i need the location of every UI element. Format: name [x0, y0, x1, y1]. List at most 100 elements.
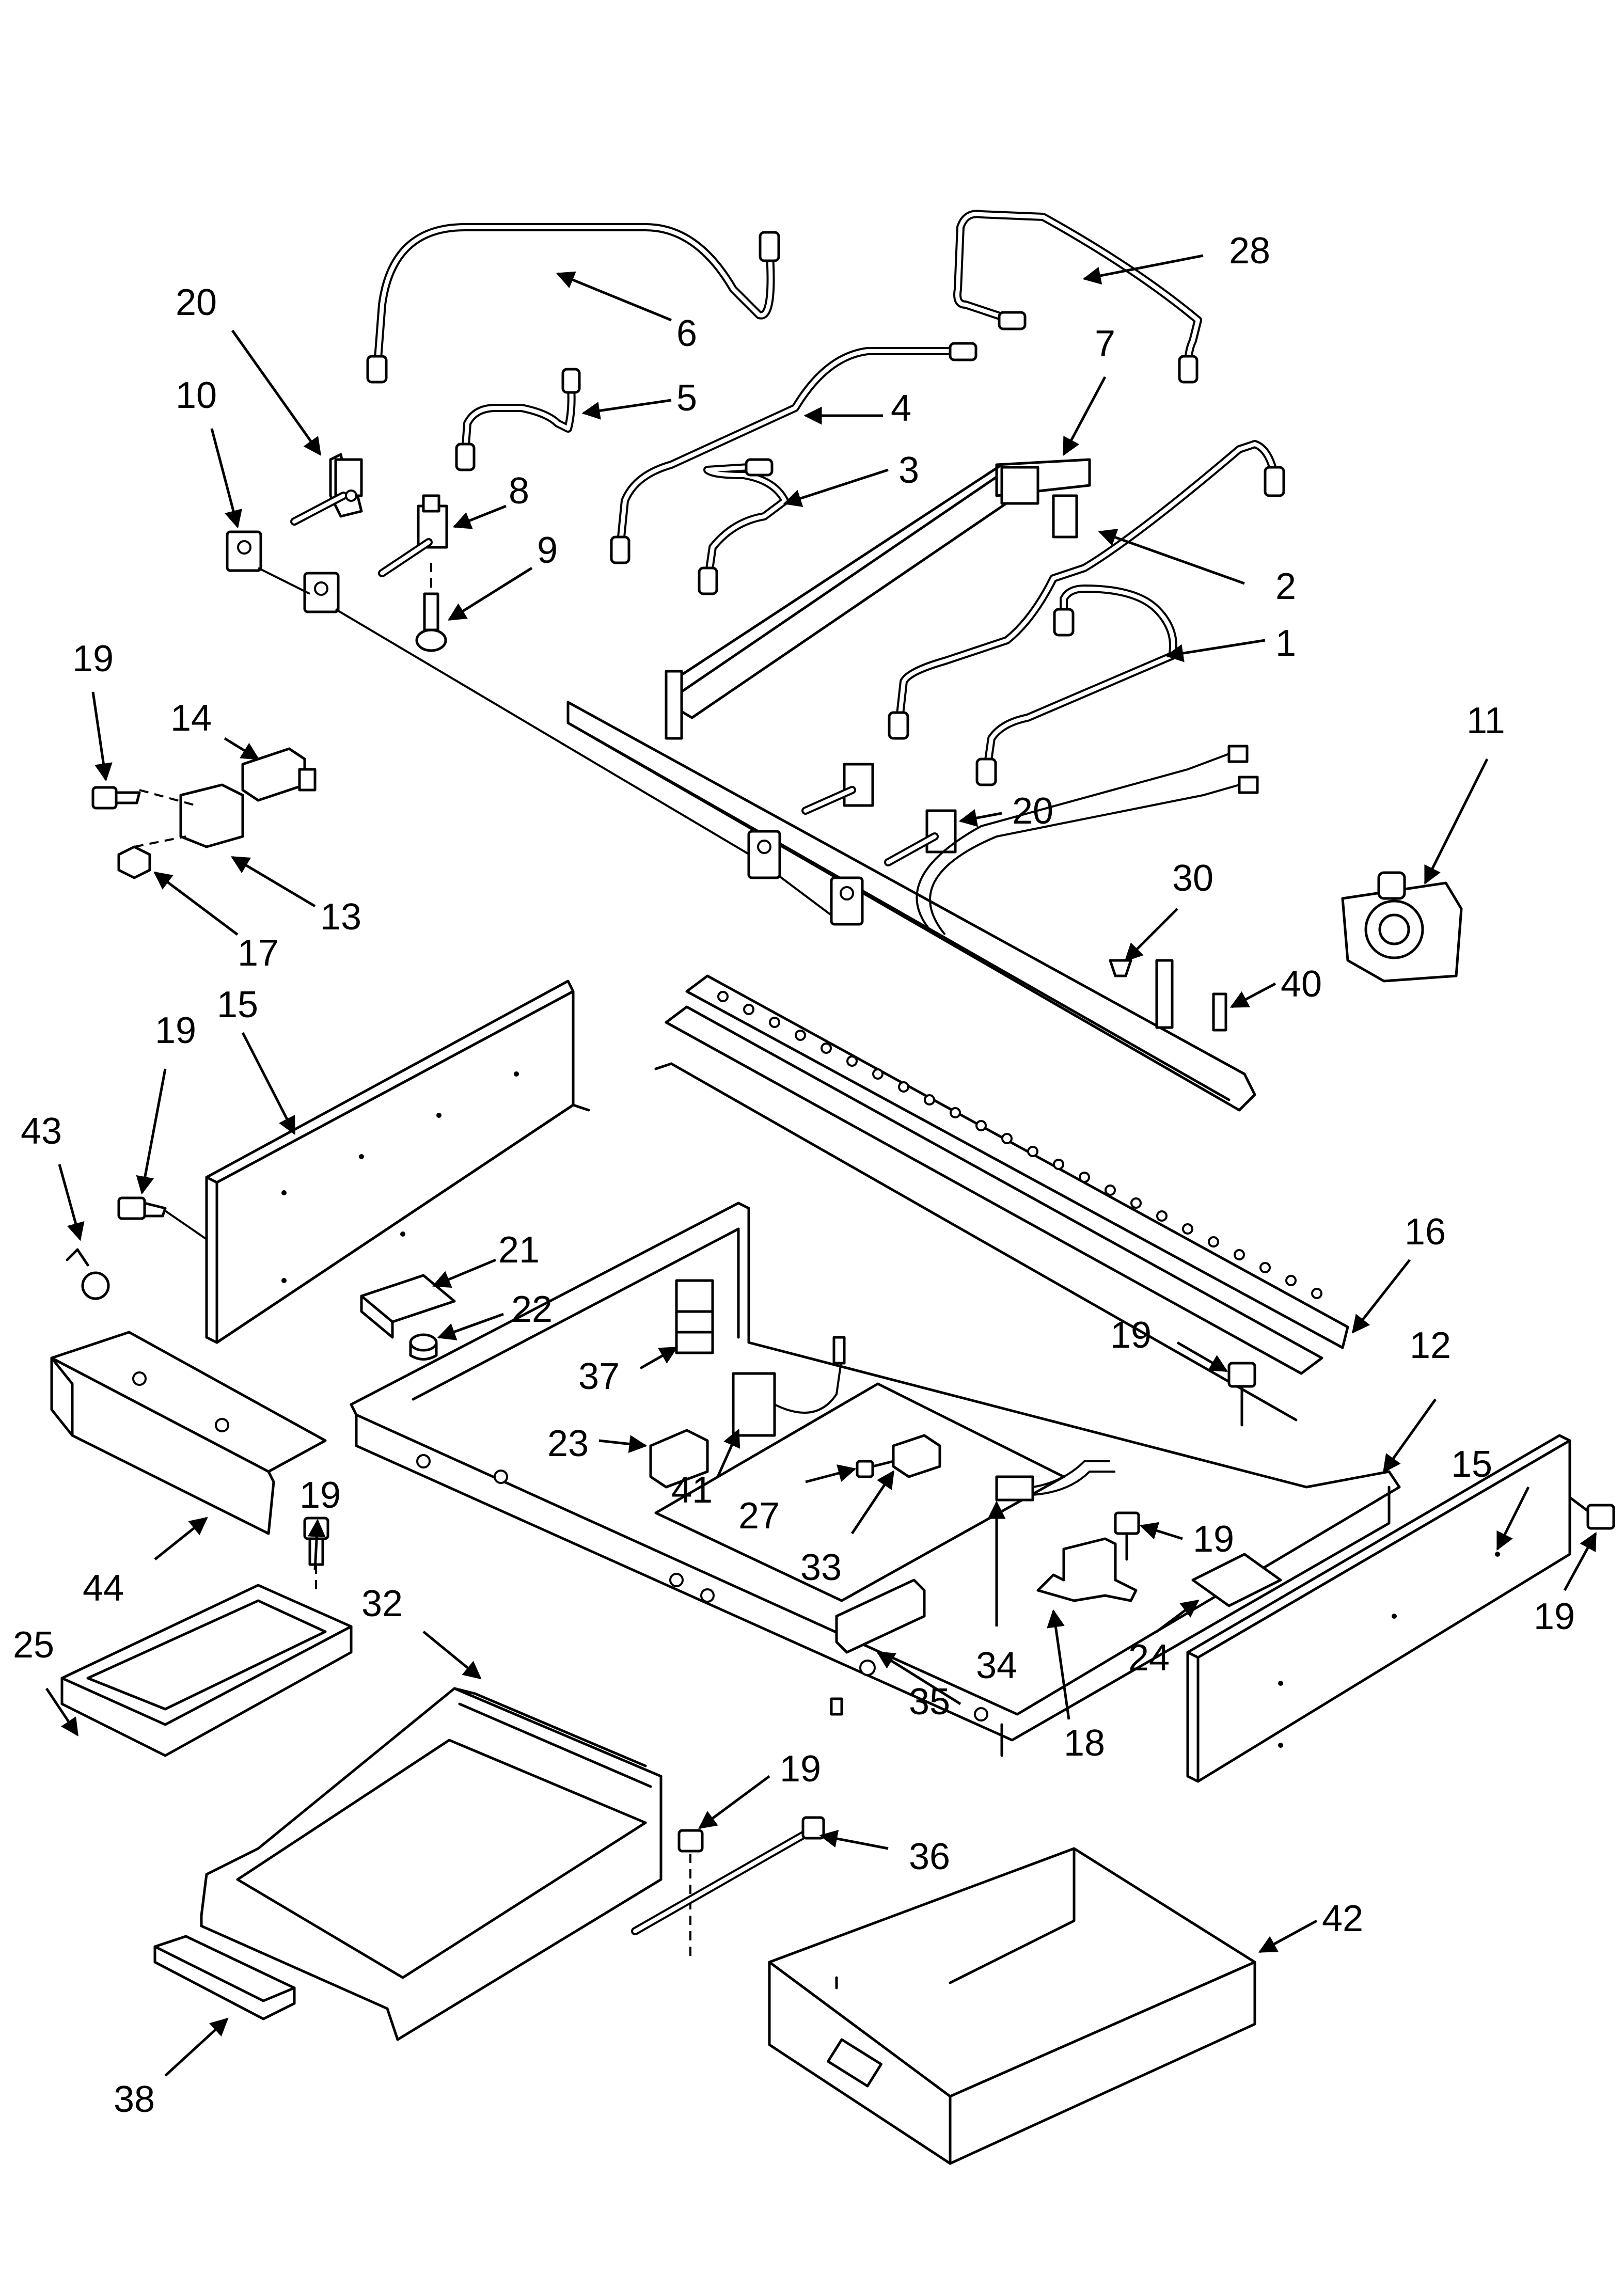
screw-19-right-inner — [1114, 1511, 1140, 1561]
leader-18 — [1047, 1609, 1070, 1720]
leader-9 — [448, 566, 533, 621]
leader-13 — [230, 856, 316, 908]
callout-1: 1 — [1275, 623, 1296, 664]
callout-11: 11 — [1467, 700, 1505, 741]
callout-19: 19 — [780, 1748, 821, 1790]
griddle-32 — [200, 1687, 663, 2041]
callout-19: 19 — [1534, 1596, 1575, 1637]
leader-35 — [876, 1651, 961, 1705]
igniter-harness-10 — [226, 530, 838, 920]
callout-42: 42 — [1322, 1898, 1363, 1939]
callout-21: 21 — [498, 1229, 540, 1271]
callout-7: 7 — [1095, 323, 1115, 365]
callout-9: 9 — [537, 530, 558, 571]
screw-19-bottom — [677, 1829, 704, 1957]
callout-36: 36 — [909, 1836, 950, 1877]
callout-41: 41 — [671, 1470, 713, 1511]
bracket-23 — [649, 1429, 709, 1489]
leader-21 — [432, 1258, 496, 1288]
leader-30 — [1124, 908, 1178, 962]
side-panel-15-left — [205, 980, 590, 1344]
grommet-22 — [409, 1333, 438, 1361]
clip-43 — [66, 1248, 110, 1300]
burner-valve-8 — [378, 494, 448, 577]
callout-23: 23 — [547, 1423, 589, 1464]
gas-tube-28 — [953, 210, 1202, 384]
callout-10: 10 — [176, 375, 217, 416]
leader-42 — [1258, 1919, 1318, 1953]
screw-19-left — [91, 786, 141, 810]
leader-25 — [45, 1687, 79, 1736]
leader-16 — [1351, 1259, 1411, 1334]
bracket-37 — [675, 1279, 714, 1354]
leader-36 — [819, 1829, 889, 1850]
gas-tube-5 — [455, 368, 581, 471]
plate-24 — [1191, 1553, 1282, 1607]
callout-43: 43 — [21, 1111, 62, 1152]
callout-20: 20 — [1012, 791, 1053, 832]
burner-rail — [566, 670, 1256, 1112]
leader-32 — [422, 1631, 482, 1680]
leader-12 — [1382, 1398, 1437, 1473]
callout-14: 14 — [170, 698, 212, 739]
callout-19: 19 — [1193, 1519, 1234, 1560]
pressure-regulator-11 — [1341, 871, 1463, 983]
vent-holes-16 — [717, 991, 1322, 1299]
drawer-42 — [768, 1847, 1256, 2165]
leader-11 — [1424, 758, 1489, 885]
screw-19-panel-right — [1568, 1496, 1615, 1530]
gas-tube-6 — [366, 223, 780, 384]
callout-34: 34 — [976, 1645, 1017, 1686]
callout-12: 12 — [1410, 1325, 1451, 1366]
cover-35 — [835, 1578, 926, 1654]
nut-17 — [117, 835, 186, 879]
leader-19d — [805, 1464, 857, 1483]
spark-bracket-13 — [139, 783, 244, 848]
burner-valve-20 — [290, 453, 363, 526]
leader-8 — [452, 504, 507, 529]
leader-1 — [1165, 639, 1266, 662]
callout-25: 25 — [13, 1624, 54, 1666]
leader-19c — [1176, 1341, 1228, 1372]
callout-3: 3 — [898, 450, 919, 491]
callout-37: 37 — [578, 1356, 620, 1397]
callout-33: 33 — [800, 1547, 842, 1588]
wire-harness-34 — [995, 1460, 1115, 1502]
leader-3 — [783, 468, 889, 507]
gas-tube-2 — [888, 440, 1285, 740]
screw-9 — [415, 563, 447, 652]
leader-10 — [210, 428, 242, 529]
leader-lines — [45, 254, 1597, 2077]
leader-19a — [91, 691, 113, 782]
callout-18: 18 — [1064, 1723, 1105, 1764]
leader-20a — [231, 329, 322, 456]
callout-22: 22 — [511, 1289, 553, 1330]
leader-14 — [224, 737, 260, 761]
leader-40 — [1229, 982, 1276, 1008]
leader-19e — [1139, 1522, 1183, 1540]
leader-15a — [241, 1032, 296, 1135]
leader-43 — [58, 1164, 85, 1241]
callout-27: 19 — [299, 1475, 341, 1516]
callout-15: 15 — [1451, 1444, 1492, 1485]
leader-23 — [598, 1435, 648, 1453]
callout-19: 19 — [72, 638, 114, 680]
gas-tube-4 — [610, 342, 977, 564]
orifice-30 — [1109, 959, 1132, 977]
callout-4: 4 — [891, 388, 911, 429]
rear-panel-16 — [654, 974, 1349, 1422]
manifold-pipe-7 — [665, 458, 1091, 719]
bracket-18 — [1036, 1537, 1138, 1602]
gas-tube-3 — [698, 458, 789, 595]
leader-37 — [639, 1346, 679, 1370]
leader-38 — [164, 2017, 229, 2077]
leader-44 — [154, 1517, 208, 1560]
callout-6: 6 — [676, 313, 697, 354]
screw-19-panel-left — [117, 1196, 208, 1240]
callout-15: 15 — [217, 984, 258, 1025]
callout-labels: 28 20 6 10 5 4 7 3 8 9 2 1 19 14 11 20 1… — [13, 230, 1575, 2120]
leader-6 — [556, 271, 672, 322]
leader-5 — [581, 399, 672, 420]
thermostat-41 — [732, 1336, 846, 1437]
leader-22 — [437, 1313, 504, 1340]
